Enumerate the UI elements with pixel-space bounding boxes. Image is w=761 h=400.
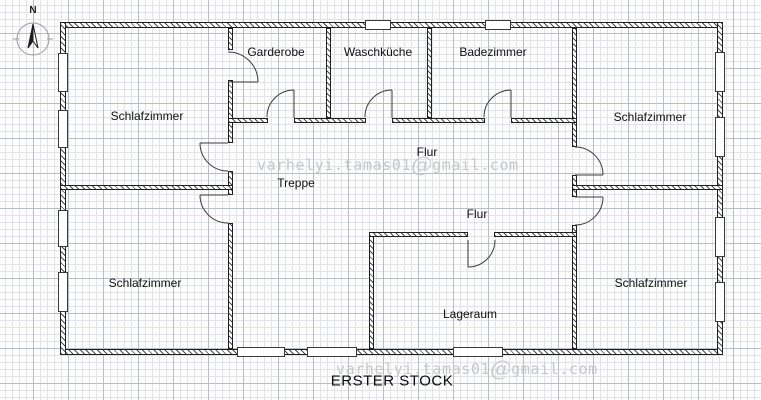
window: [715, 52, 725, 92]
room-label-badezimmer: Badezimmer: [459, 45, 527, 59]
wall-segment: [572, 225, 577, 349]
room-label-lageraum: Lageraum: [442, 307, 498, 321]
watermark-user: varhelyi.tamas01: [336, 360, 491, 378]
wall-segment: [228, 80, 233, 143]
window: [453, 347, 503, 357]
watermark-email-center: varhelyi.tamas01@gmail.com: [257, 153, 519, 177]
window: [715, 282, 725, 322]
watermark-domain: gmail.com: [432, 156, 519, 174]
wall-segment: [294, 118, 366, 123]
door-arc-lageraum: [467, 239, 496, 268]
window: [58, 210, 68, 247]
at-sign: @: [490, 357, 512, 381]
door-arc-waschkueche: [364, 89, 393, 118]
wall-segment: [572, 28, 577, 147]
wall-segment: [60, 185, 233, 190]
door-arc-schlafzimmer-ne: [574, 146, 604, 176]
door-arc-garderobe-from-bedroom: [227, 51, 259, 83]
window: [58, 110, 68, 148]
room-label-schlafzimmer-se: Schlafzimmer: [614, 276, 688, 290]
wall-segment: [228, 118, 268, 123]
room-label-schlafzimmer-ne: Schlafzimmer: [613, 110, 687, 124]
wall-segment: [572, 185, 723, 190]
room-label-waschkueche: Waschküche: [343, 45, 413, 59]
wall-segment: [369, 232, 468, 237]
wall-segment: [494, 232, 577, 237]
wall-segment: [511, 118, 577, 123]
wall-segment: [228, 223, 233, 349]
watermark-domain: gmail.com: [511, 360, 598, 378]
wall-segment: [427, 28, 432, 118]
at-sign: @: [411, 153, 433, 177]
floor-title: ERSTER STOCK: [330, 372, 454, 390]
window: [237, 347, 285, 357]
room-label-schlafzimmer-nw: Schlafzimmer: [110, 109, 184, 123]
door-arc-garderobe-from-hall: [266, 89, 295, 118]
window: [58, 272, 68, 312]
wall-segment: [392, 118, 485, 123]
watermark-user: varhelyi.tamas01: [257, 156, 412, 174]
door-arc-schlafzimmer-se: [574, 196, 604, 226]
compass-icon: [13, 22, 53, 56]
room-label-flur-top: Flur: [416, 145, 438, 159]
room-label-garderobe: Garderobe: [247, 45, 305, 59]
window: [715, 217, 725, 257]
wall-segment: [326, 28, 331, 118]
window: [715, 117, 725, 157]
door-arc-badezimmer: [483, 89, 512, 118]
door-arc-schlafzimmer-sw: [199, 194, 229, 224]
watermark-email-bottom: varhelyi.tamas01@gmail.com: [336, 357, 598, 381]
compass-north-label: N: [29, 5, 37, 16]
wall-segment: [228, 28, 233, 50]
wall-segment: [228, 171, 233, 195]
door-arc-schlafzimmer-nw: [199, 142, 229, 172]
room-label-schlafzimmer-sw: Schlafzimmer: [108, 276, 182, 290]
window: [485, 20, 511, 30]
window: [307, 347, 357, 357]
room-label-flur-bottom: Flur: [466, 207, 488, 221]
window: [365, 20, 391, 30]
room-label-treppe: Treppe: [277, 176, 315, 190]
compass-north-arrow-icon: N: [11, 5, 55, 61]
window: [58, 53, 68, 92]
